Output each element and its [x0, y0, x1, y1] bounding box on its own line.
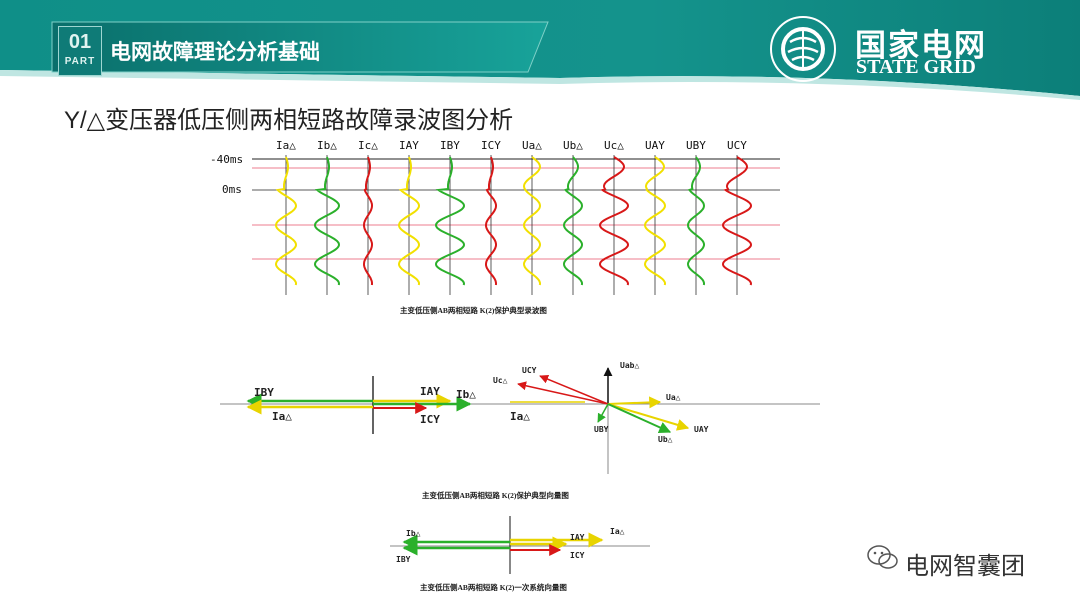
- channel-label: UAY: [645, 139, 665, 152]
- time-label-minus40ms: -40ms: [210, 153, 243, 166]
- waveform-trace: [686, 156, 706, 286]
- logo-english-text: STATE GRID: [856, 56, 976, 78]
- channel-label: UBY: [686, 139, 706, 152]
- logo-chinese-text: 国家电网: [855, 28, 987, 63]
- channel-labels: Ia△ Ib△ Ic△ IAY IBY ICY Ua△ Ub△ Uc△ UAY UBY UCY: [276, 139, 747, 152]
- channel-label: Ib△: [317, 139, 337, 152]
- label-u-by: UBY: [594, 425, 609, 434]
- waveform-trace: [562, 156, 584, 286]
- phasor-u-cy: [539, 374, 609, 405]
- label-i-a-delta: Ia△: [610, 527, 625, 536]
- primary-system-phasor-diagram: Ib△ IAY Ia△ IBY ICY 主变低压侧AB两相短路 K(2)一次系统…: [390, 516, 650, 592]
- label-i-by: IBY: [254, 386, 274, 399]
- waveform-trace: [363, 156, 373, 286]
- header-banner: [0, 0, 1080, 100]
- channel-label: IBY: [440, 139, 460, 152]
- part-badge: 01 PART: [58, 26, 102, 76]
- phasor-u-c-delta: [517, 381, 609, 405]
- label-u-c-delta: Uc△: [493, 376, 508, 385]
- channel-label: Ub△: [563, 139, 583, 152]
- section-title: 电网故障理论分析基础: [110, 41, 320, 64]
- label-i-a-delta: Ia△: [272, 410, 292, 423]
- label-i-b-delta: Ib△: [406, 529, 421, 538]
- label-i-cy: ICY: [420, 413, 440, 426]
- part-number: 01: [68, 31, 92, 53]
- fault-waveform-recording: Ia△ Ib△ Ic△ IAY IBY ICY Ua△ Ub△ Uc△ UAY UBY UCY -40…: [210, 139, 780, 315]
- label-u-ay: UAY: [694, 425, 709, 434]
- channel-label: Uc△: [604, 139, 624, 152]
- phasor-u-a-delta: [607, 396, 662, 409]
- channel-label: ICY: [481, 139, 501, 152]
- slide-title: Y/△变压器低压侧两相短路故障录波图分析: [64, 107, 514, 134]
- phasor-u-ay: [607, 403, 690, 431]
- waveform-caption: 主变低压侧AB两相短路 K(2)保护典型录波图: [400, 305, 547, 315]
- waveform-trace: [721, 156, 753, 286]
- phasor-u-by: [597, 403, 609, 423]
- channel-label: Ic△: [358, 139, 378, 152]
- waveform-trace: [643, 156, 667, 286]
- waveform-trace: [522, 156, 542, 286]
- wechat-icon: [867, 545, 898, 569]
- channel-label: UCY: [727, 139, 747, 152]
- channel-label: Ua△: [522, 139, 542, 152]
- label-u-ab-delta: Uab△: [620, 361, 639, 370]
- label-i-ay: IAY: [420, 385, 440, 398]
- waveform-trace: [598, 156, 630, 286]
- time-label-0ms: 0ms: [222, 183, 242, 196]
- label-i-by: IBY: [396, 555, 411, 564]
- phasor-1-caption: 主变低压侧AB两相短路 K(2)保护典型向量图: [422, 490, 569, 500]
- waveform-trace: [313, 156, 341, 286]
- label-i-cy: ICY: [570, 551, 585, 560]
- phasor-2-caption: 主变低压侧AB两相短路 K(2)一次系统向量图: [420, 582, 567, 592]
- phasor-u-b-delta: [607, 403, 672, 434]
- waveform-traces: [274, 155, 753, 295]
- part-word: PART: [64, 56, 96, 67]
- watermark-text: 电网智囊团: [905, 553, 1025, 580]
- label-i-b-delta: Ib△: [456, 388, 476, 401]
- waveform-trace: [434, 156, 466, 286]
- label-u-b-delta: Ub△: [658, 435, 673, 444]
- channel-label: Ia△: [276, 139, 296, 152]
- slide-header: 01 PART 电网故障理论分析基础 国家电网 STATE GRID: [0, 0, 1080, 100]
- label-i-ay: IAY: [570, 533, 585, 542]
- label-u-a-delta: Ua△: [666, 393, 681, 402]
- waveform-trace: [274, 156, 298, 286]
- channel-label: IAY: [399, 139, 419, 152]
- waveform-trace: [485, 156, 497, 286]
- label-u-cy: UCY: [522, 366, 537, 375]
- label-i-a-delta-right: Ia△: [510, 410, 530, 423]
- protection-phasor-diagram: IBY Ia△ IAY Ib△ ICY UCY Uc△ Uab△ Ua△ UAY…: [220, 361, 820, 500]
- state-grid-logo-icon: [770, 16, 836, 82]
- waveform-trace: [397, 156, 421, 286]
